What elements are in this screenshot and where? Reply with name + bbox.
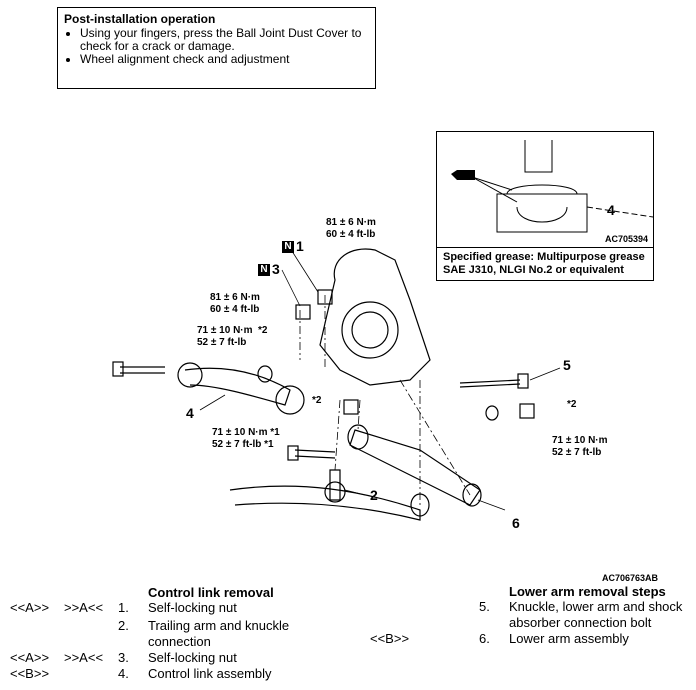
note-marker: *2	[567, 399, 577, 410]
inset-figure-code: AC705394	[605, 234, 649, 244]
callout-4: 4	[186, 405, 194, 421]
note-marker: *2	[312, 395, 322, 406]
lower-arm-heading: Lower arm removal steps	[509, 584, 666, 599]
step-removal-ref: <<B>>	[370, 631, 410, 646]
step-number: 6.	[479, 631, 490, 646]
step-text: Lower arm assembly	[509, 631, 629, 646]
callout-3: 3	[272, 261, 280, 277]
step-text: Trailing arm and knuckle	[148, 618, 290, 633]
step-text: connection	[148, 634, 211, 649]
step-number: 5.	[479, 599, 490, 614]
step-number: 3.	[118, 650, 129, 665]
step-text: Control link assembly	[148, 666, 272, 681]
note-marker: *2	[258, 325, 268, 336]
step-text: Knuckle, lower arm and shock	[509, 599, 683, 614]
step-text: absorber connection bolt	[509, 615, 652, 630]
control-link-heading: Control link removal	[148, 585, 274, 600]
step-text: Self-locking nut	[148, 650, 237, 665]
post-installation-box: Post-installation operation Using your f…	[57, 7, 376, 89]
figure-code: AC706763AB	[602, 573, 659, 583]
post-installation-item: Using your fingers, press the Ball Joint…	[80, 27, 369, 53]
step-number: 4.	[118, 666, 129, 681]
n-badge: N	[258, 264, 270, 276]
step-removal-ref: <<A>>	[10, 650, 50, 665]
grease-inset: 4 AC705394 Specified grease: Multipurpos…	[436, 131, 654, 281]
post-installation-item: Wheel alignment check and adjustment	[80, 53, 369, 66]
n-badge: N	[282, 241, 294, 253]
callout-1: 1	[296, 238, 304, 254]
step-removal-ref: <<A>>	[10, 600, 50, 615]
callout-6: 6	[512, 515, 520, 531]
step-removal-ref: <<B>>	[10, 666, 50, 681]
callout-2: 2	[370, 487, 378, 503]
step-number: 1.	[118, 600, 129, 615]
step-text: Self-locking nut	[148, 600, 237, 615]
ball-joint-detail-illustration	[451, 140, 654, 233]
callout-5: 5	[563, 357, 571, 373]
step-install-ref: >>A<<	[64, 600, 104, 615]
post-installation-title: Post-installation operation	[64, 12, 216, 26]
step-number: 2.	[118, 618, 129, 633]
step-install-ref: >>A<<	[64, 650, 104, 665]
post-installation-list: Using your fingers, press the Ball Joint…	[64, 27, 369, 66]
exploded-suspension-diagram	[112, 247, 561, 521]
grease-caption: Specified grease: Multipurpose grease SA…	[437, 247, 653, 280]
inset-callout-4: 4	[607, 202, 615, 218]
